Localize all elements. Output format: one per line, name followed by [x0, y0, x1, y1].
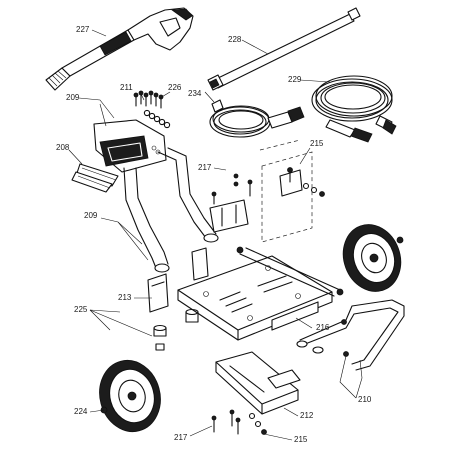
- base-plate-part: [177, 255, 333, 341]
- callout-216: 216: [316, 323, 330, 332]
- callout-224: 224: [74, 407, 88, 416]
- callout-labels: 227 228 211 226 234 229 209 208 215 217 …: [56, 25, 372, 444]
- callout-210: 210: [358, 395, 372, 404]
- callout-213: 213: [118, 293, 132, 302]
- callout-227: 227: [76, 25, 90, 34]
- callout-229: 229: [288, 75, 302, 84]
- leader-lines: [68, 29, 363, 441]
- spray-wand-part: [207, 7, 361, 91]
- callout-215-upper: 215: [310, 139, 324, 148]
- panel-hardware-parts: [133, 90, 171, 129]
- lower-tray-part: [215, 351, 301, 415]
- bracket-hardware-part: [209, 173, 253, 233]
- callout-217-lower: 217: [174, 433, 188, 442]
- handle-panel-part: [71, 119, 167, 193]
- axle-part: [236, 246, 344, 297]
- callout-217-upper: 217: [198, 163, 212, 172]
- bottom-fastener-parts: [211, 409, 267, 435]
- callout-234: 234: [188, 89, 202, 98]
- callout-226: 226: [168, 83, 182, 92]
- right-wheel-part: [342, 224, 404, 292]
- callout-209-lower: 209: [84, 211, 98, 220]
- callout-208: 208: [56, 143, 70, 152]
- callout-211: 211: [120, 83, 133, 92]
- callout-209-upper: 209: [66, 93, 80, 102]
- left-bracket-part: [147, 247, 209, 313]
- callout-212: 212: [300, 411, 314, 420]
- detail-inset-part: [259, 139, 325, 243]
- short-hose-coil-part: [209, 99, 305, 138]
- callout-215-lower: 215: [294, 435, 308, 444]
- long-hose-coil-part: [311, 75, 397, 143]
- callout-228: 228: [228, 35, 242, 44]
- rubber-foot-parts: [153, 308, 199, 351]
- spray-gun-part: [45, 7, 194, 91]
- callout-225: 225: [74, 305, 88, 314]
- left-wheel-part: [99, 359, 161, 433]
- frame-tube-part: [123, 147, 219, 273]
